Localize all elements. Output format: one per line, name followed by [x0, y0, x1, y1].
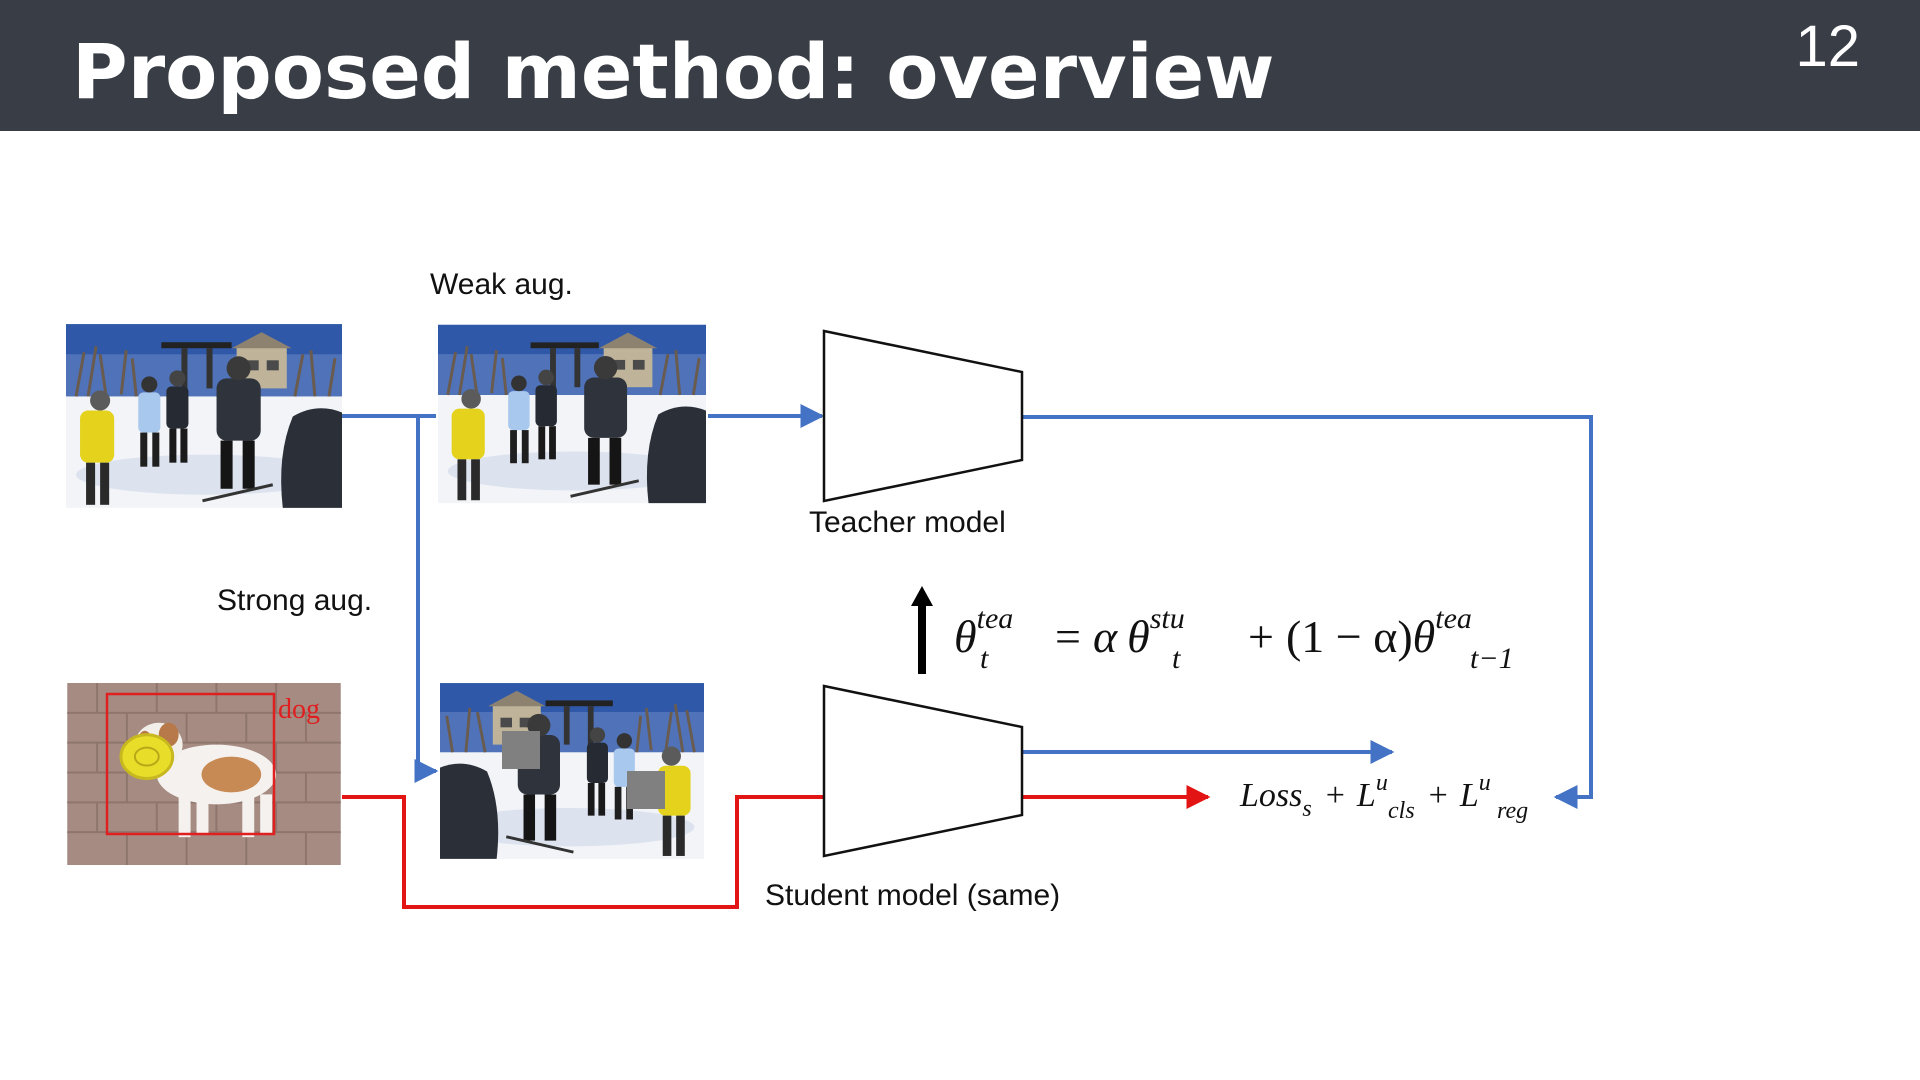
teacher-model-label: Teacher model	[809, 506, 1006, 539]
slide-title: Proposed method: overview	[72, 27, 1275, 116]
dog-bounding-box	[105, 692, 276, 836]
unlabeled-flow-lines	[342, 404, 1593, 809]
ema-update-arrow	[911, 586, 933, 674]
dog-box-label: dog	[278, 694, 320, 725]
loss-expression: Losss+Lucls+Lureg	[1239, 770, 1528, 824]
input-unlabeled-image	[66, 324, 342, 508]
slide-number: 12	[1795, 14, 1860, 79]
teacher-model	[822, 329, 1024, 503]
student-model	[822, 684, 1024, 858]
labeled-flow-lines	[342, 785, 1211, 909]
weak-augmented-image	[438, 324, 706, 504]
slide-header: Proposed method: overview 12	[0, 0, 1920, 131]
cutout-patch	[502, 731, 540, 769]
weak-aug-label: Weak aug.	[430, 268, 573, 301]
strong-aug-label: Strong aug.	[217, 584, 372, 617]
strong-augmented-image	[440, 683, 704, 859]
student-model-label: Student model (same)	[765, 879, 1060, 912]
input-labeled-image: dog	[66, 683, 342, 865]
cutout-patch	[627, 771, 665, 809]
